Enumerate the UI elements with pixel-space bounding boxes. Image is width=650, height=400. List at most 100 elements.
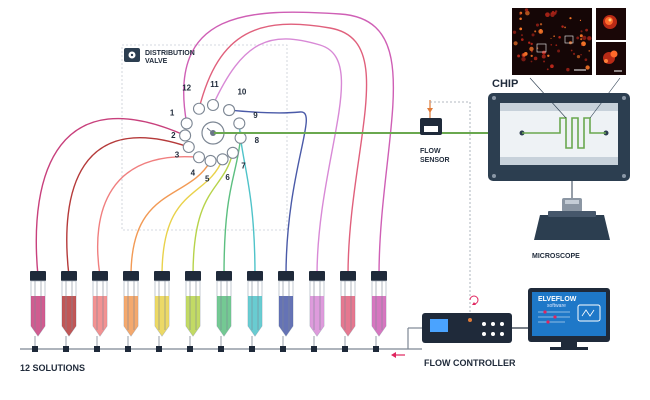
valve-port <box>233 117 246 130</box>
distribution-valve-icon <box>124 48 140 62</box>
manifold-node <box>311 346 317 352</box>
speckle <box>582 35 587 41</box>
manifold-node <box>63 346 69 352</box>
tube-line <box>161 159 224 277</box>
manifold-node <box>94 346 100 352</box>
valve-port <box>206 98 220 112</box>
speckle <box>580 30 583 33</box>
software-title: ELVEFLOW <box>538 296 577 303</box>
valve-port <box>234 131 247 144</box>
microscopy-image-main <box>512 8 592 75</box>
solution-vial[interactable] <box>61 271 77 349</box>
solution-vial[interactable] <box>123 271 139 349</box>
speckle <box>522 53 526 57</box>
solution-vial[interactable] <box>309 271 325 349</box>
speckle <box>580 38 583 41</box>
valve-port <box>226 146 239 159</box>
speckle <box>528 41 531 44</box>
port-number-label: 11 <box>210 80 219 89</box>
port-number-label: 8 <box>255 136 260 145</box>
speckle <box>584 58 588 62</box>
speckle <box>557 49 561 53</box>
solution-vial[interactable] <box>30 271 46 349</box>
solution-vial[interactable] <box>185 271 201 349</box>
port-number-label: 7 <box>241 161 246 170</box>
speckle <box>581 44 583 46</box>
solution-vial[interactable] <box>92 271 108 349</box>
speckle <box>545 12 550 18</box>
tube-line <box>96 155 200 277</box>
speckle <box>569 17 572 20</box>
port-number-label: 5 <box>205 175 210 184</box>
valve-label-line2: VALVE <box>145 58 168 65</box>
speckle <box>550 43 553 46</box>
speckle <box>585 65 590 70</box>
microscope[interactable] <box>534 198 610 240</box>
distribution-valve[interactable] <box>201 121 225 145</box>
microscopy-image-zoom-2 <box>596 42 626 75</box>
speckle <box>570 49 573 52</box>
speckle <box>512 30 517 34</box>
speckle <box>519 13 522 16</box>
speckle <box>533 56 538 61</box>
port-number-label: 9 <box>253 111 258 120</box>
speckle <box>588 49 591 52</box>
manifold-node <box>342 346 348 352</box>
flow-controller-label: FLOW CONTROLLER <box>424 358 516 368</box>
speckle <box>553 35 555 37</box>
valve-port <box>192 102 206 115</box>
port-number-label: 6 <box>225 173 230 182</box>
valve-port <box>179 129 192 142</box>
flow-controller[interactable] <box>422 313 512 343</box>
speckle <box>543 60 545 63</box>
manifold-node <box>187 346 193 352</box>
tube-line <box>130 160 212 277</box>
speckle <box>513 41 518 46</box>
chip[interactable] <box>488 93 630 181</box>
speckle <box>550 64 554 69</box>
manifold-node <box>280 346 286 352</box>
speckle <box>541 50 546 55</box>
solution-vial[interactable] <box>371 271 387 349</box>
solution-vial[interactable] <box>154 271 170 349</box>
tube-line <box>212 38 343 277</box>
solution-vial[interactable] <box>340 271 356 349</box>
speckle <box>553 11 557 15</box>
flow-sensor[interactable] <box>420 100 442 135</box>
tube-line <box>35 117 186 277</box>
speckle <box>520 34 523 37</box>
tube-line <box>238 123 256 277</box>
speckle <box>546 68 549 71</box>
speckle <box>572 52 576 55</box>
manifold-node <box>125 346 131 352</box>
speckle <box>580 54 582 56</box>
tubing-group <box>35 11 395 277</box>
manifold-node <box>156 346 162 352</box>
microscopy-image-zoom-1 <box>596 8 626 40</box>
solution-vial[interactable] <box>278 271 294 349</box>
port-number-label: 1 <box>170 109 175 118</box>
manifold-node <box>32 346 38 352</box>
port-number-label: 3 <box>175 150 180 159</box>
valve-port <box>192 151 206 164</box>
solution-vial[interactable] <box>216 271 232 349</box>
flow-sensor-label-line2: SENSOR <box>420 157 450 164</box>
tube-line <box>192 152 234 277</box>
valve-port <box>180 117 193 130</box>
speckle <box>576 36 580 40</box>
speckle <box>579 34 583 38</box>
speckle <box>531 33 535 37</box>
speckle <box>541 54 546 59</box>
speckle <box>535 23 540 27</box>
valve-ports <box>179 98 247 167</box>
valve-zone <box>121 44 288 231</box>
speckle <box>517 54 521 58</box>
manifold-nodes <box>32 346 379 352</box>
solution-vial[interactable] <box>247 271 263 349</box>
speckle <box>555 44 558 46</box>
zoom-line <box>529 77 567 119</box>
software-monitor[interactable] <box>528 288 610 350</box>
solutions-label: 12 SOLUTIONS <box>20 363 85 373</box>
